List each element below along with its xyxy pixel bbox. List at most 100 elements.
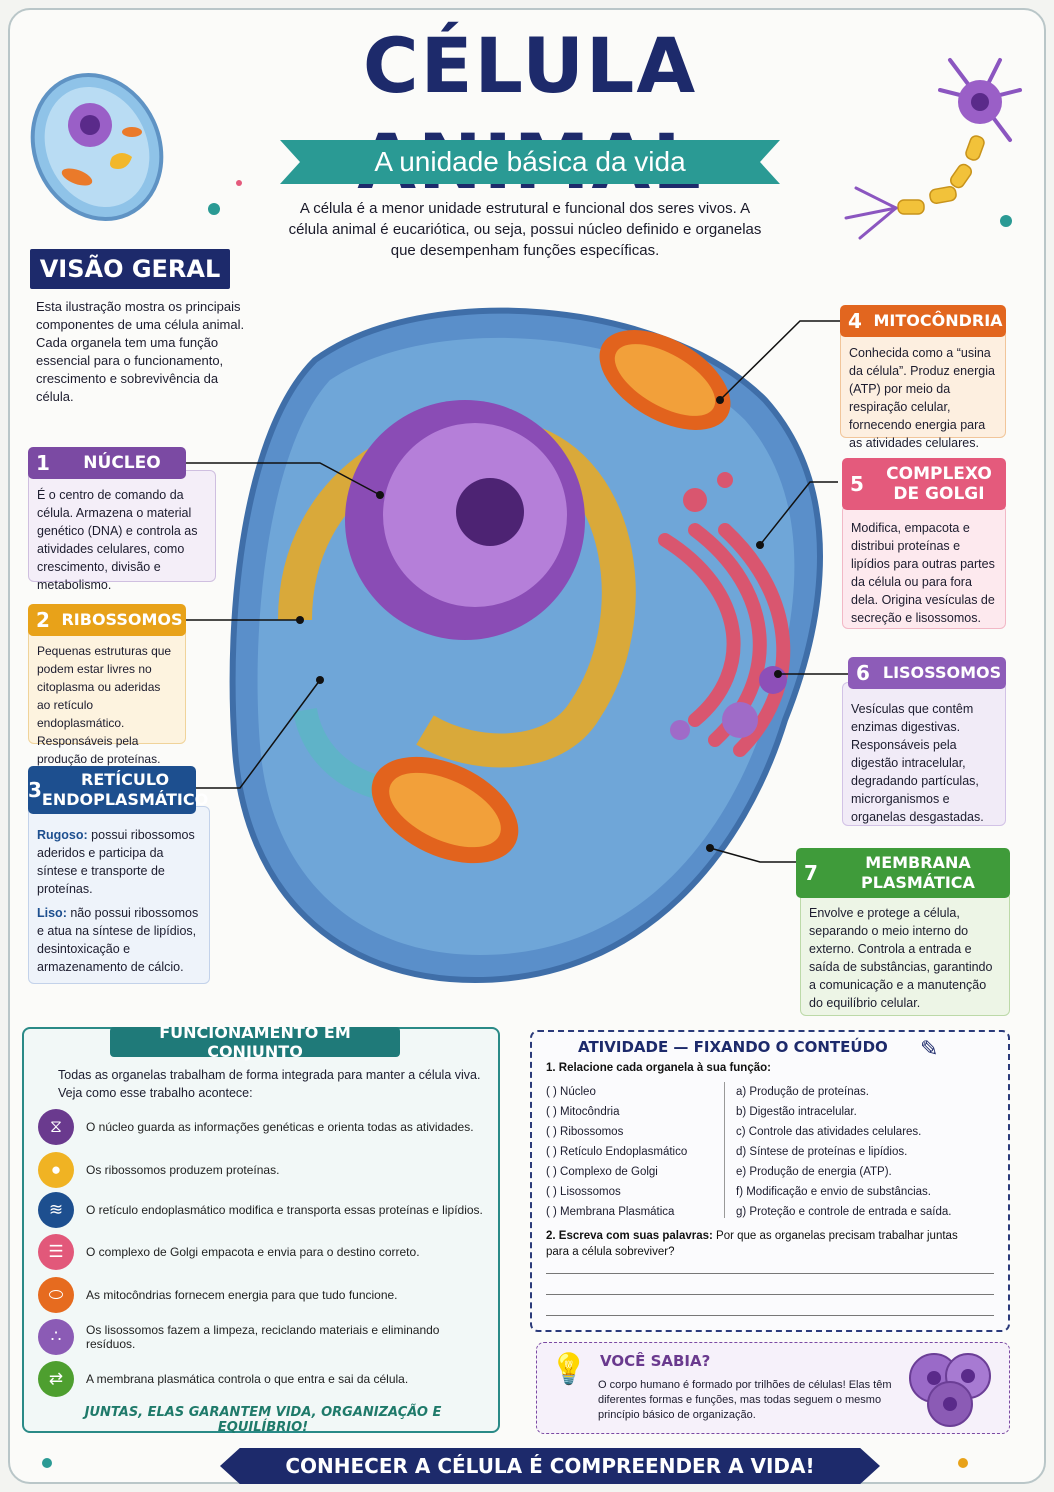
activity-left-item[interactable]: ( ) Retículo Endoplasmático xyxy=(546,1146,688,1158)
golgi-text: Modifica, empacota e distribui proteínas… xyxy=(851,521,995,625)
golgi-icon: ☰ xyxy=(38,1234,74,1270)
activity-right-item: e) Produção de energia (ATP). xyxy=(736,1166,892,1178)
footer-banner: CONHECER A CÉLULA É COMPREENDER A VIDA! xyxy=(220,1448,880,1484)
answer-line[interactable] xyxy=(546,1315,994,1316)
neuron-illustration xyxy=(844,58,1022,240)
activity-right-item: a) Produção de proteínas. xyxy=(736,1086,869,1098)
lysosomes-card: Vesículas que contêm enzimas digestivas.… xyxy=(842,682,1006,826)
reticulum-card: Rugoso: possui ribossomos aderidos e par… xyxy=(28,806,210,984)
reticulum-rough-text: possui ribossomos aderidos e participa d… xyxy=(37,828,195,896)
together-item-text: O complexo de Golgi empacota e envia par… xyxy=(86,1245,420,1259)
decor-dot xyxy=(236,180,242,186)
together-item-text: Os ribossomos produzem proteínas. xyxy=(86,1163,280,1177)
membrane-icon: ⇄ xyxy=(38,1361,74,1397)
lysosomes-number: 6 xyxy=(856,661,870,685)
golgi-title: COMPLEXO DE GOLGI xyxy=(886,464,992,504)
membrane-text: Envolve e protege a célula, separando o … xyxy=(809,906,993,1010)
reticulum-smooth-label: Liso: xyxy=(37,906,67,920)
activity-left-item[interactable]: ( ) Lisossomos xyxy=(546,1186,621,1198)
decor-dot xyxy=(42,1458,52,1468)
membrane-number: 7 xyxy=(804,861,818,885)
mitochondria-card: Conhecida como a “usina da célula”. Prod… xyxy=(840,330,1006,450)
golgi-header: 5 COMPLEXO DE GOLGI xyxy=(842,458,1006,510)
ribosomes-title: RIBOSSOMOS xyxy=(61,610,183,629)
decor-dot xyxy=(208,203,220,215)
activity-left-item[interactable]: ( ) Ribossomos xyxy=(546,1126,624,1138)
page-subtitle: A unidade básica da vida xyxy=(280,140,780,184)
lightbulb-icon: 💡 xyxy=(550,1353,588,1386)
small-cell-illustration xyxy=(30,72,164,222)
together-footer: JUNTAS, ELAS GARANTEM VIDA, ORGANIZAÇÃO … xyxy=(84,1405,442,1435)
cells-cluster-icon xyxy=(909,1353,991,1427)
together-item: ☰ O complexo de Golgi empacota e envia p… xyxy=(38,1233,488,1271)
membrane-header: 7 MEMBRANA PLASMÁTICA xyxy=(796,848,1010,898)
activity-panel xyxy=(530,1030,1010,1332)
fact-title: VOCÊ SABIA? xyxy=(600,1352,711,1370)
activity-question-1: 1. Relacione cada organela à sua função: xyxy=(546,1062,771,1074)
lysosomes-title: LISOSSOMOS xyxy=(882,663,1002,682)
together-item: ● Os ribossomos produzem proteínas. xyxy=(38,1151,488,1189)
reticulum-rough-label: Rugoso: xyxy=(37,828,88,842)
overview-text: Esta ilustração mostra os principais com… xyxy=(36,299,245,404)
membrane-card: Envolve e protege a célula, separando o … xyxy=(800,892,1010,1016)
activity-right-item: d) Síntese de proteínas e lipídios. xyxy=(736,1146,908,1158)
answer-line[interactable] xyxy=(546,1294,994,1295)
decor-dot xyxy=(1000,215,1012,227)
mitochondria-title: MITOCÔNDRIA xyxy=(873,311,1003,330)
intro-text: A célula é a menor unidade estrutural e … xyxy=(288,200,762,259)
together-title: FUNCIONAMENTO EM CONJUNTO xyxy=(110,1023,400,1061)
ribosomes-text: Pequenas estruturas que podem estar livr… xyxy=(37,644,172,766)
pencil-icon: ✎ xyxy=(920,1036,939,1061)
together-item: ⬭ As mitocôndrias fornecem energia para … xyxy=(38,1276,488,1314)
animal-cell-illustration xyxy=(229,307,823,984)
activity-right-item: b) Digestão intracelular. xyxy=(736,1106,857,1118)
decor-dot xyxy=(958,1458,968,1468)
mitochondria-text: Conhecida como a “usina da célula”. Prod… xyxy=(849,346,995,450)
reticulum-header: 3 RETÍCULO ENDOPLASMÁTICO xyxy=(28,766,208,814)
mitochondria-number: 4 xyxy=(848,309,862,333)
dna-icon: ⧖ xyxy=(38,1109,74,1145)
activity-left-item[interactable]: ( ) Mitocôndria xyxy=(546,1106,620,1118)
nucleus-title: NÚCLEO xyxy=(83,453,161,473)
reticulum-number: 3 xyxy=(28,778,42,802)
activity-right-item: f) Modificação e envio de substâncias. xyxy=(736,1186,931,1198)
together-item: ≋ O retículo endoplasmático modifica e t… xyxy=(38,1191,488,1229)
together-item-text: A membrana plasmática controla o que ent… xyxy=(86,1372,409,1386)
lysosomes-text: Vesículas que contêm enzimas digestivas.… xyxy=(851,702,984,824)
reticulum-icon: ≋ xyxy=(38,1192,74,1228)
together-item-text: O retículo endoplasmático modifica e tra… xyxy=(86,1203,483,1217)
together-item: ∴ Os lisossomos fazem a limpeza, recicla… xyxy=(38,1318,488,1356)
ribosomes-header: 2 RIBOSSOMOS xyxy=(28,604,186,636)
lysosome-icon: ∴ xyxy=(38,1319,74,1355)
activity-title: ATIVIDADE — FIXANDO O CONTEÚDO xyxy=(578,1038,888,1056)
activity-right-item: c) Controle das atividades celulares. xyxy=(736,1126,922,1138)
ribosomes-number: 2 xyxy=(36,608,50,632)
mitochondria-icon: ⬭ xyxy=(38,1277,74,1313)
together-panel xyxy=(22,1027,500,1433)
answer-line[interactable] xyxy=(546,1273,994,1274)
together-item-text: As mitocôndrias fornecem energia para qu… xyxy=(86,1288,398,1302)
activity-question-2-label: 2. Escreva com suas palavras: xyxy=(546,1230,713,1242)
activity-divider xyxy=(724,1082,725,1218)
nucleus-number: 1 xyxy=(36,451,50,475)
golgi-number: 5 xyxy=(850,472,864,496)
fact-text: O corpo humano é formado por trilhões de… xyxy=(598,1379,892,1421)
activity-left-item[interactable]: ( ) Membrana Plasmática xyxy=(546,1206,675,1218)
together-item: ⧖ O núcleo guarda as informações genétic… xyxy=(38,1108,488,1146)
activity-left-item[interactable]: ( ) Complexo de Golgi xyxy=(546,1166,658,1178)
ribosome-icon: ● xyxy=(38,1152,74,1188)
overview-label: VISÃO GERAL xyxy=(30,249,230,289)
lysosomes-header: 6 LISOSSOMOS xyxy=(848,657,1006,689)
membrane-title: MEMBRANA PLASMÁTICA xyxy=(861,853,975,892)
together-item: ⇄ A membrana plasmática controla o que e… xyxy=(38,1360,488,1398)
nucleus-text: É o centro de comando da célula. Armazen… xyxy=(37,488,198,592)
reticulum-smooth-text: não possui ribossomos e atua na síntese … xyxy=(37,906,199,974)
golgi-card: Modifica, empacota e distribui proteínas… xyxy=(842,505,1006,629)
together-item-text: Os lisossomos fazem a limpeza, recicland… xyxy=(86,1323,440,1351)
activity-left-item[interactable]: ( ) Núcleo xyxy=(546,1086,596,1098)
activity-question-2-text: Por que as organelas precisam trabalhar … xyxy=(546,1230,958,1258)
nucleus-header: 1 NÚCLEO xyxy=(28,447,186,479)
together-intro: Todas as organelas trabalham de forma in… xyxy=(58,1068,481,1100)
activity-question-2: 2. Escreva com suas palavras: Por que as… xyxy=(546,1228,966,1260)
